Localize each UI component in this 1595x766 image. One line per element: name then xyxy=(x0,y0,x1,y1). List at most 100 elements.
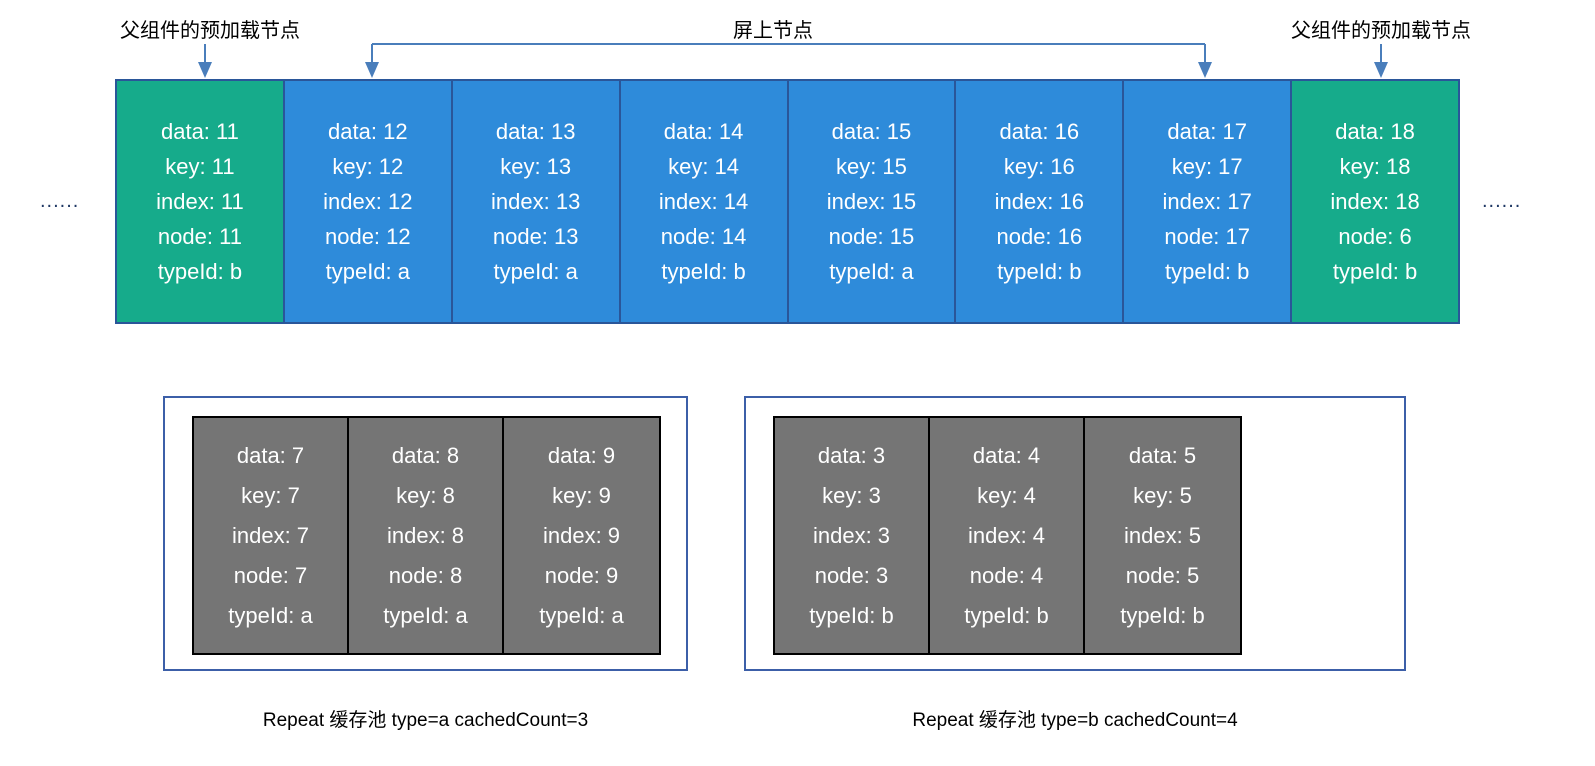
node-cell-1-key: key: 12 xyxy=(332,154,404,179)
node-cell-4-index: index: 15 xyxy=(826,189,917,214)
pool-b-cell-0: data: 3 key: 3 index: 3 node: 3 typeId: b xyxy=(775,418,930,653)
pool-b-cell-2-typeid: typeId: b xyxy=(1120,602,1205,628)
node-cell-3-key: key: 14 xyxy=(668,154,740,179)
node-cell-0: data: 11 key: 11 index: 11 node: 11 typeId: … xyxy=(117,81,285,322)
node-cell-7-data: data: 18 xyxy=(1335,119,1415,144)
pool-a-cell-1: data: 8 key: 8 index: 8 node: 8 typeId: a xyxy=(349,418,504,653)
pool-b-cell-1: data: 4 key: 4 index: 4 node: 4 typeId: b xyxy=(930,418,1085,653)
label-left-preload-nodes: 父组件的预加载节点 xyxy=(120,20,300,42)
node-cell-4-node: node: 15 xyxy=(828,224,915,249)
pool-b-cell-0-node: node: 3 xyxy=(814,562,889,588)
node-cell-3-node: node: 14 xyxy=(660,224,747,249)
label-onscreen-nodes: 屏上节点 xyxy=(733,20,813,42)
node-cell-0-key: key: 11 xyxy=(165,154,235,179)
node-cell-3-data: data: 14 xyxy=(663,119,744,144)
pool-a-cell-2-data: data: 9 xyxy=(547,442,616,468)
node-cell-0-data: data: 11 xyxy=(160,119,239,144)
pool-b-cell-1-typeid: typeId: b xyxy=(964,602,1049,628)
node-cell-6-data: data: 17 xyxy=(1167,119,1247,144)
pool-b-cell-2: data: 5 key: 5 index: 5 node: 5 typeId: b xyxy=(1085,418,1240,653)
node-cell-3-index: index: 14 xyxy=(658,189,749,214)
pool-a-cell-1-index: index: 8 xyxy=(386,522,465,548)
pool-b-cell-2-key: key: 5 xyxy=(1133,482,1192,508)
node-cell-2-key: key: 13 xyxy=(500,154,572,179)
node-cell-2-node: node: 13 xyxy=(492,224,579,249)
node-cell-4-key: key: 15 xyxy=(835,154,907,179)
node-cell-0-node: node: 11 xyxy=(157,224,242,249)
node-cell-2: data: 13 key: 13 index: 13 node: 13 typeId: … xyxy=(452,81,621,322)
label-right-preload-nodes: 父组件的预加载节点 xyxy=(1291,20,1471,42)
node-cell-3: data: 14 key: 14 index: 14 node: 14 typeId: … xyxy=(620,81,789,322)
node-cell-5-data: data: 16 xyxy=(999,119,1080,144)
node-cell-2-index: index: 13 xyxy=(491,189,581,214)
pool-a-cell-0-typeid: typeId: a xyxy=(228,602,313,628)
node-cell-1-data: data: 12 xyxy=(328,119,408,144)
node-cell-6-typeid: typeId: b xyxy=(1164,259,1250,284)
node-strip: data: 11 key: 11 index: 11 node: 11 typeId: … xyxy=(115,79,1460,324)
node-cell-1-typeid: typeId: a xyxy=(325,259,410,284)
node-cell-7-typeid: typeId: b xyxy=(1332,259,1418,284)
node-cell-7: data: 18 key: 18 index: 18 node: 6 typeId: b xyxy=(1292,81,1458,322)
pool-a-cell-2-index: index: 9 xyxy=(542,522,621,548)
pool-b-cell-1-index: index: 4 xyxy=(967,522,1046,548)
pool-b-cell-2-index: index: 5 xyxy=(1123,522,1202,548)
top-connector-arrows xyxy=(198,43,1388,78)
node-cell-7-node: node: 6 xyxy=(1338,224,1412,249)
pool-a-cell-1-node: node: 8 xyxy=(388,562,463,588)
cache-pool-a-caption: Repeat 缓存池 type=a cachedCount=3 xyxy=(262,710,589,731)
pool-b-cell-2-data: data: 5 xyxy=(1128,442,1197,468)
pool-a-cell-2-node: node: 9 xyxy=(544,562,619,588)
node-cell-7-index: index: 18 xyxy=(1330,189,1420,214)
pool-a-cell-2-key: key: 9 xyxy=(552,482,611,508)
pool-a-cell-2: data: 9 key: 9 index: 9 node: 9 typeId: a xyxy=(504,418,659,653)
pool-b-cell-0-index: index: 3 xyxy=(812,522,891,548)
pool-b-cell-2-node: node: 5 xyxy=(1125,562,1200,588)
bracket-onscreen xyxy=(365,43,1212,78)
cache-pool-b-caption: Repeat 缓存池 type=b cachedCount=4 xyxy=(912,710,1238,731)
node-cell-1: data: 12 key: 12 index: 12 node: 12 typeId: … xyxy=(284,81,453,322)
pool-a-cell-0-data: data: 7 xyxy=(236,442,305,468)
ellipsis-right: ...... xyxy=(1482,190,1522,212)
pool-a-cell-0-key: key: 7 xyxy=(241,482,300,508)
pool-a-cell-0-index: index: 7 xyxy=(231,522,310,548)
node-cell-5-index: index: 16 xyxy=(994,189,1084,214)
node-cell-5-node: node: 16 xyxy=(996,224,1083,249)
node-cell-6-node: node: 17 xyxy=(1164,224,1250,249)
pool-a-cell-1-typeid: typeId: a xyxy=(383,602,468,628)
node-cell-3-typeid: typeId: b xyxy=(661,259,746,284)
node-cell-4-data: data: 15 xyxy=(831,119,912,144)
pool-a-cell-2-typeid: typeId: a xyxy=(539,602,624,628)
node-cell-1-index: index: 12 xyxy=(323,189,413,214)
pool-a-cell-0-node: node: 7 xyxy=(233,562,308,588)
node-cell-0-typeid: typeId: b xyxy=(157,259,243,284)
pool-b-cell-0-typeid: typeId: b xyxy=(809,602,894,628)
node-cell-6-key: key: 17 xyxy=(1171,154,1243,179)
node-cell-6: data: 17 key: 17 index: 17 node: 17 typeId: … xyxy=(1124,81,1293,322)
node-cell-5: data: 16 key: 16 index: 16 node: 16 typeId: … xyxy=(956,81,1125,322)
pool-a-cell-0: data: 7 key: 7 index: 7 node: 7 typeId: a xyxy=(194,418,349,653)
node-cell-5-key: key: 16 xyxy=(1003,154,1075,179)
node-cell-0-index: index: 11 xyxy=(156,189,244,214)
pool-a-cell-1-key: key: 8 xyxy=(396,482,455,508)
ellipsis-left: ...... xyxy=(40,190,80,212)
node-cell-4-typeid: typeId: a xyxy=(829,259,914,284)
arrow-right-preload xyxy=(1374,44,1388,78)
pool-b-cell-0-data: data: 3 xyxy=(817,442,886,468)
node-cell-1-node: node: 12 xyxy=(324,224,411,249)
pool-b-cell-0-key: key: 3 xyxy=(822,482,881,508)
pool-a-cell-1-data: data: 8 xyxy=(391,442,460,468)
arrow-left-preload xyxy=(198,44,212,78)
node-cell-7-key: key: 18 xyxy=(1339,154,1411,179)
pool-b-cell-1-key: key: 4 xyxy=(977,482,1036,508)
node-cell-2-data: data: 13 xyxy=(495,119,576,144)
node-cell-4: data: 15 key: 15 index: 15 node: 15 typeId: … xyxy=(788,81,957,322)
node-cell-2-typeid: typeId: a xyxy=(493,259,578,284)
pool-b-cell-1-node: node: 4 xyxy=(969,562,1044,588)
node-cell-5-typeid: typeId: b xyxy=(997,259,1082,284)
node-cell-6-index: index: 17 xyxy=(1162,189,1252,214)
pool-b-cell-1-data: data: 4 xyxy=(972,442,1041,468)
